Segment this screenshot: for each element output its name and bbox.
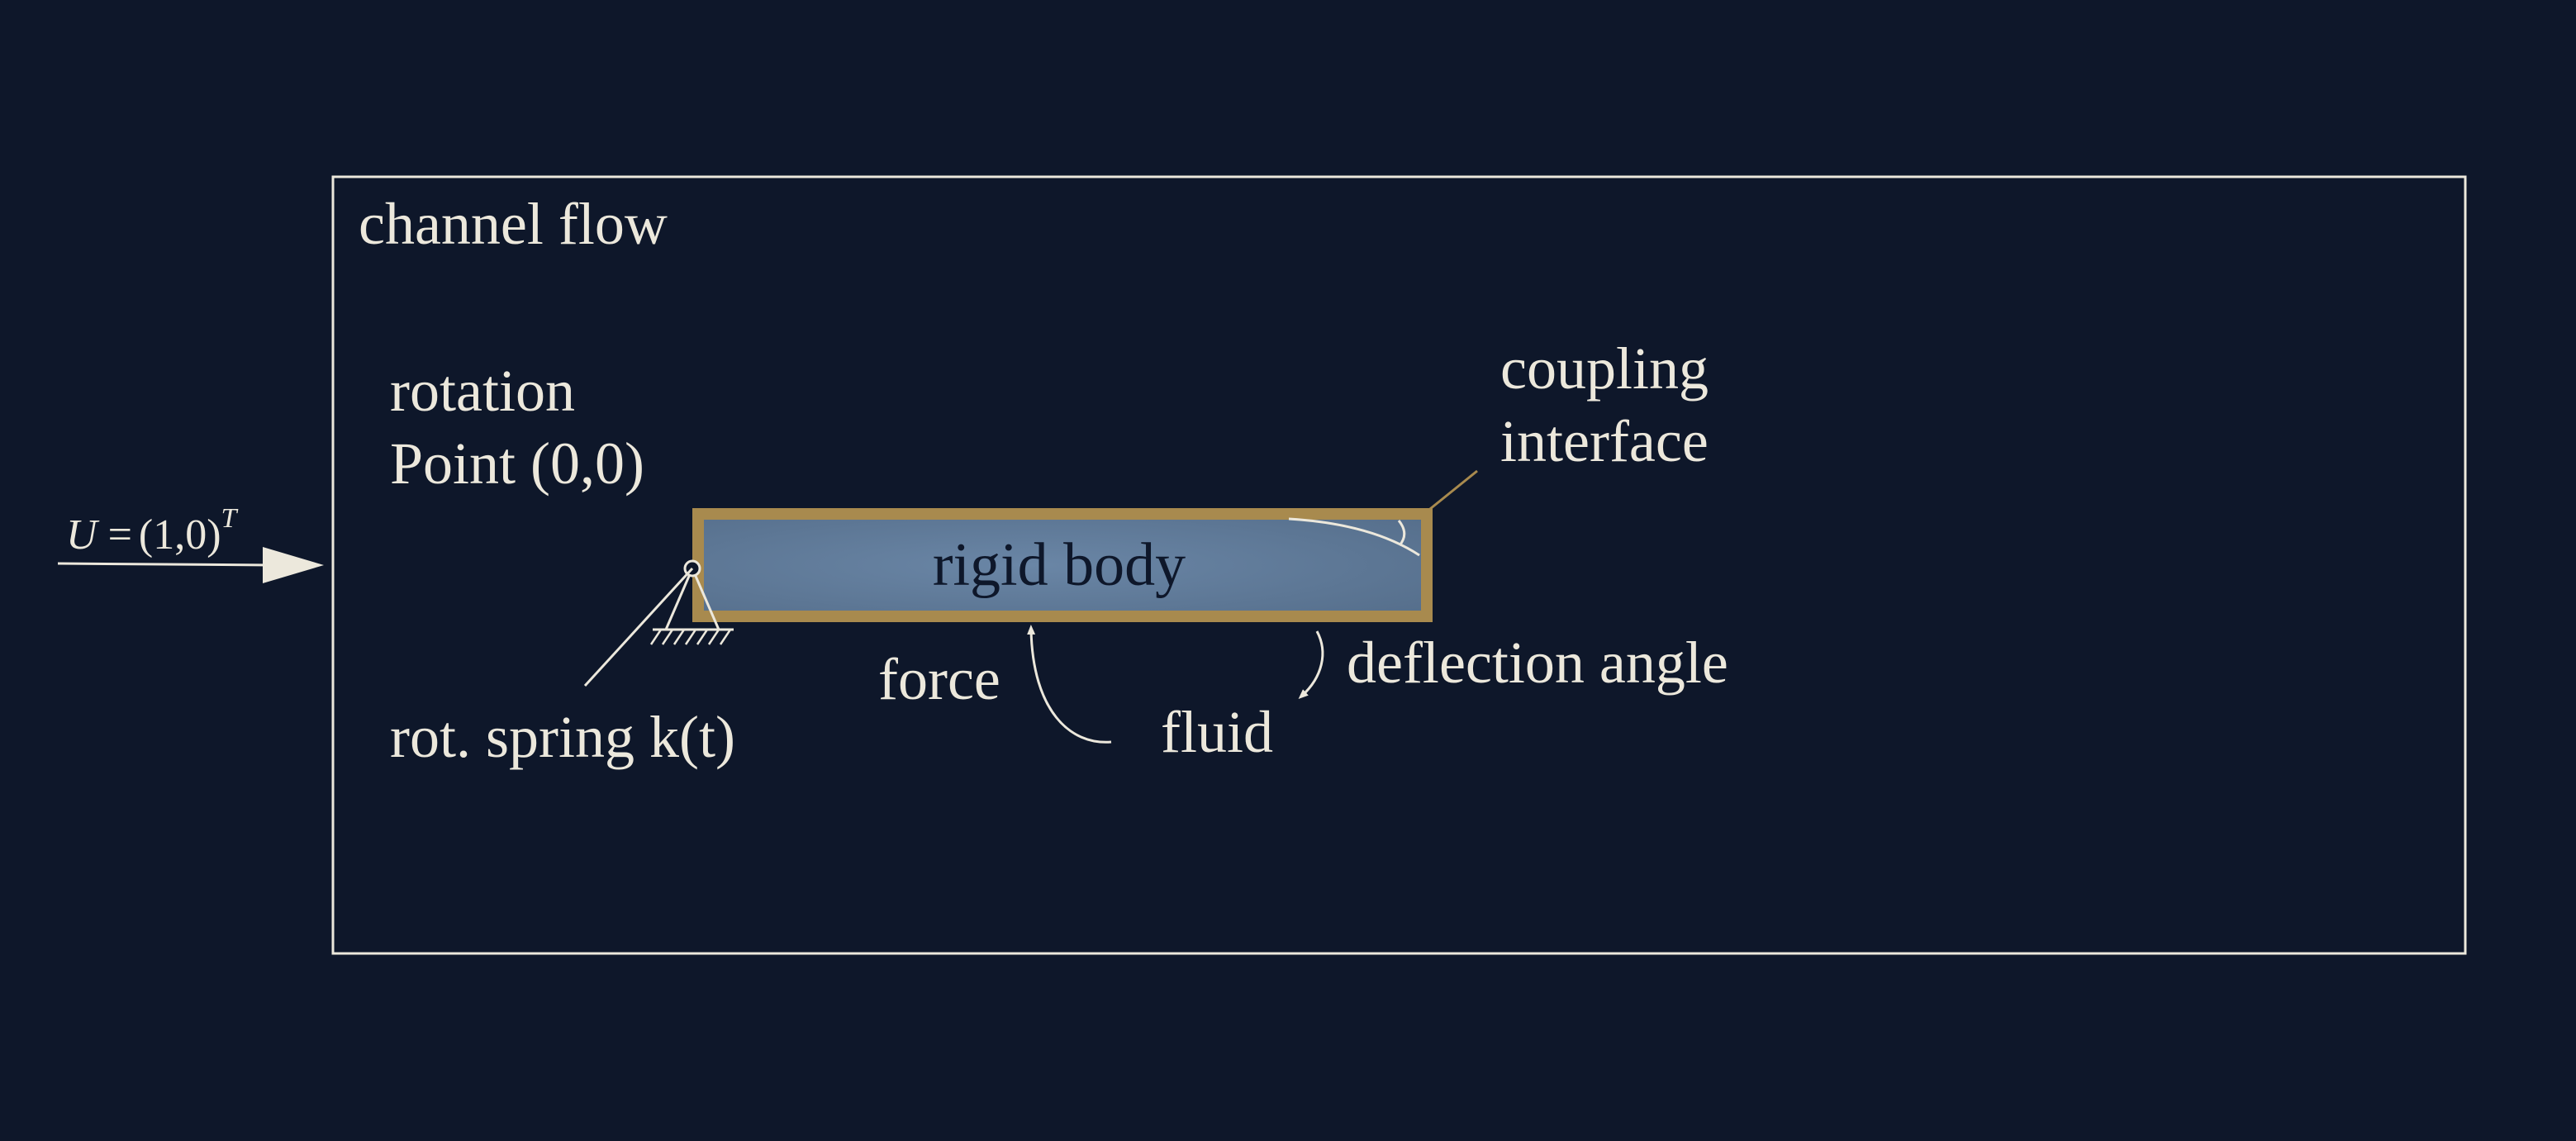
force-arrow — [1027, 625, 1112, 744]
channel-flow-label: channel flow — [359, 191, 668, 257]
inflow-arrow — [57, 547, 324, 583]
rotation-label-line2: Point (0,0) — [390, 430, 644, 497]
inflow-transpose: T — [221, 503, 239, 534]
deflection-curve — [1288, 517, 1420, 557]
inflow-velocity-symbol: U — [66, 511, 100, 559]
coupling-label-line2: interface — [1500, 408, 1709, 474]
deflection-angle-arc — [1397, 520, 1406, 546]
deflection-angle-label: deflection angle — [1347, 630, 1728, 696]
rigid-body — [692, 508, 1433, 622]
coupling-label-line1: coupling — [1500, 335, 1709, 402]
force-label: force — [878, 646, 1000, 712]
pivot-support — [649, 568, 734, 645]
fluid-label: fluid — [1161, 699, 1273, 765]
spring-leader-line — [583, 567, 694, 687]
rotation-label-line1: rotation — [390, 358, 575, 424]
channel-boundary — [331, 175, 2467, 955]
rigid-body-label: rigid body — [933, 531, 1186, 599]
inflow-velocity-label: U =(1,0)T — [66, 503, 239, 559]
inflow-equals: = — [97, 511, 132, 559]
deflection-arrow — [1298, 630, 1324, 700]
spring-label: rot. spring k(t) — [390, 704, 735, 770]
inflow-vector: (1,0) — [139, 511, 221, 559]
coupling-leader-line — [1425, 469, 1478, 514]
